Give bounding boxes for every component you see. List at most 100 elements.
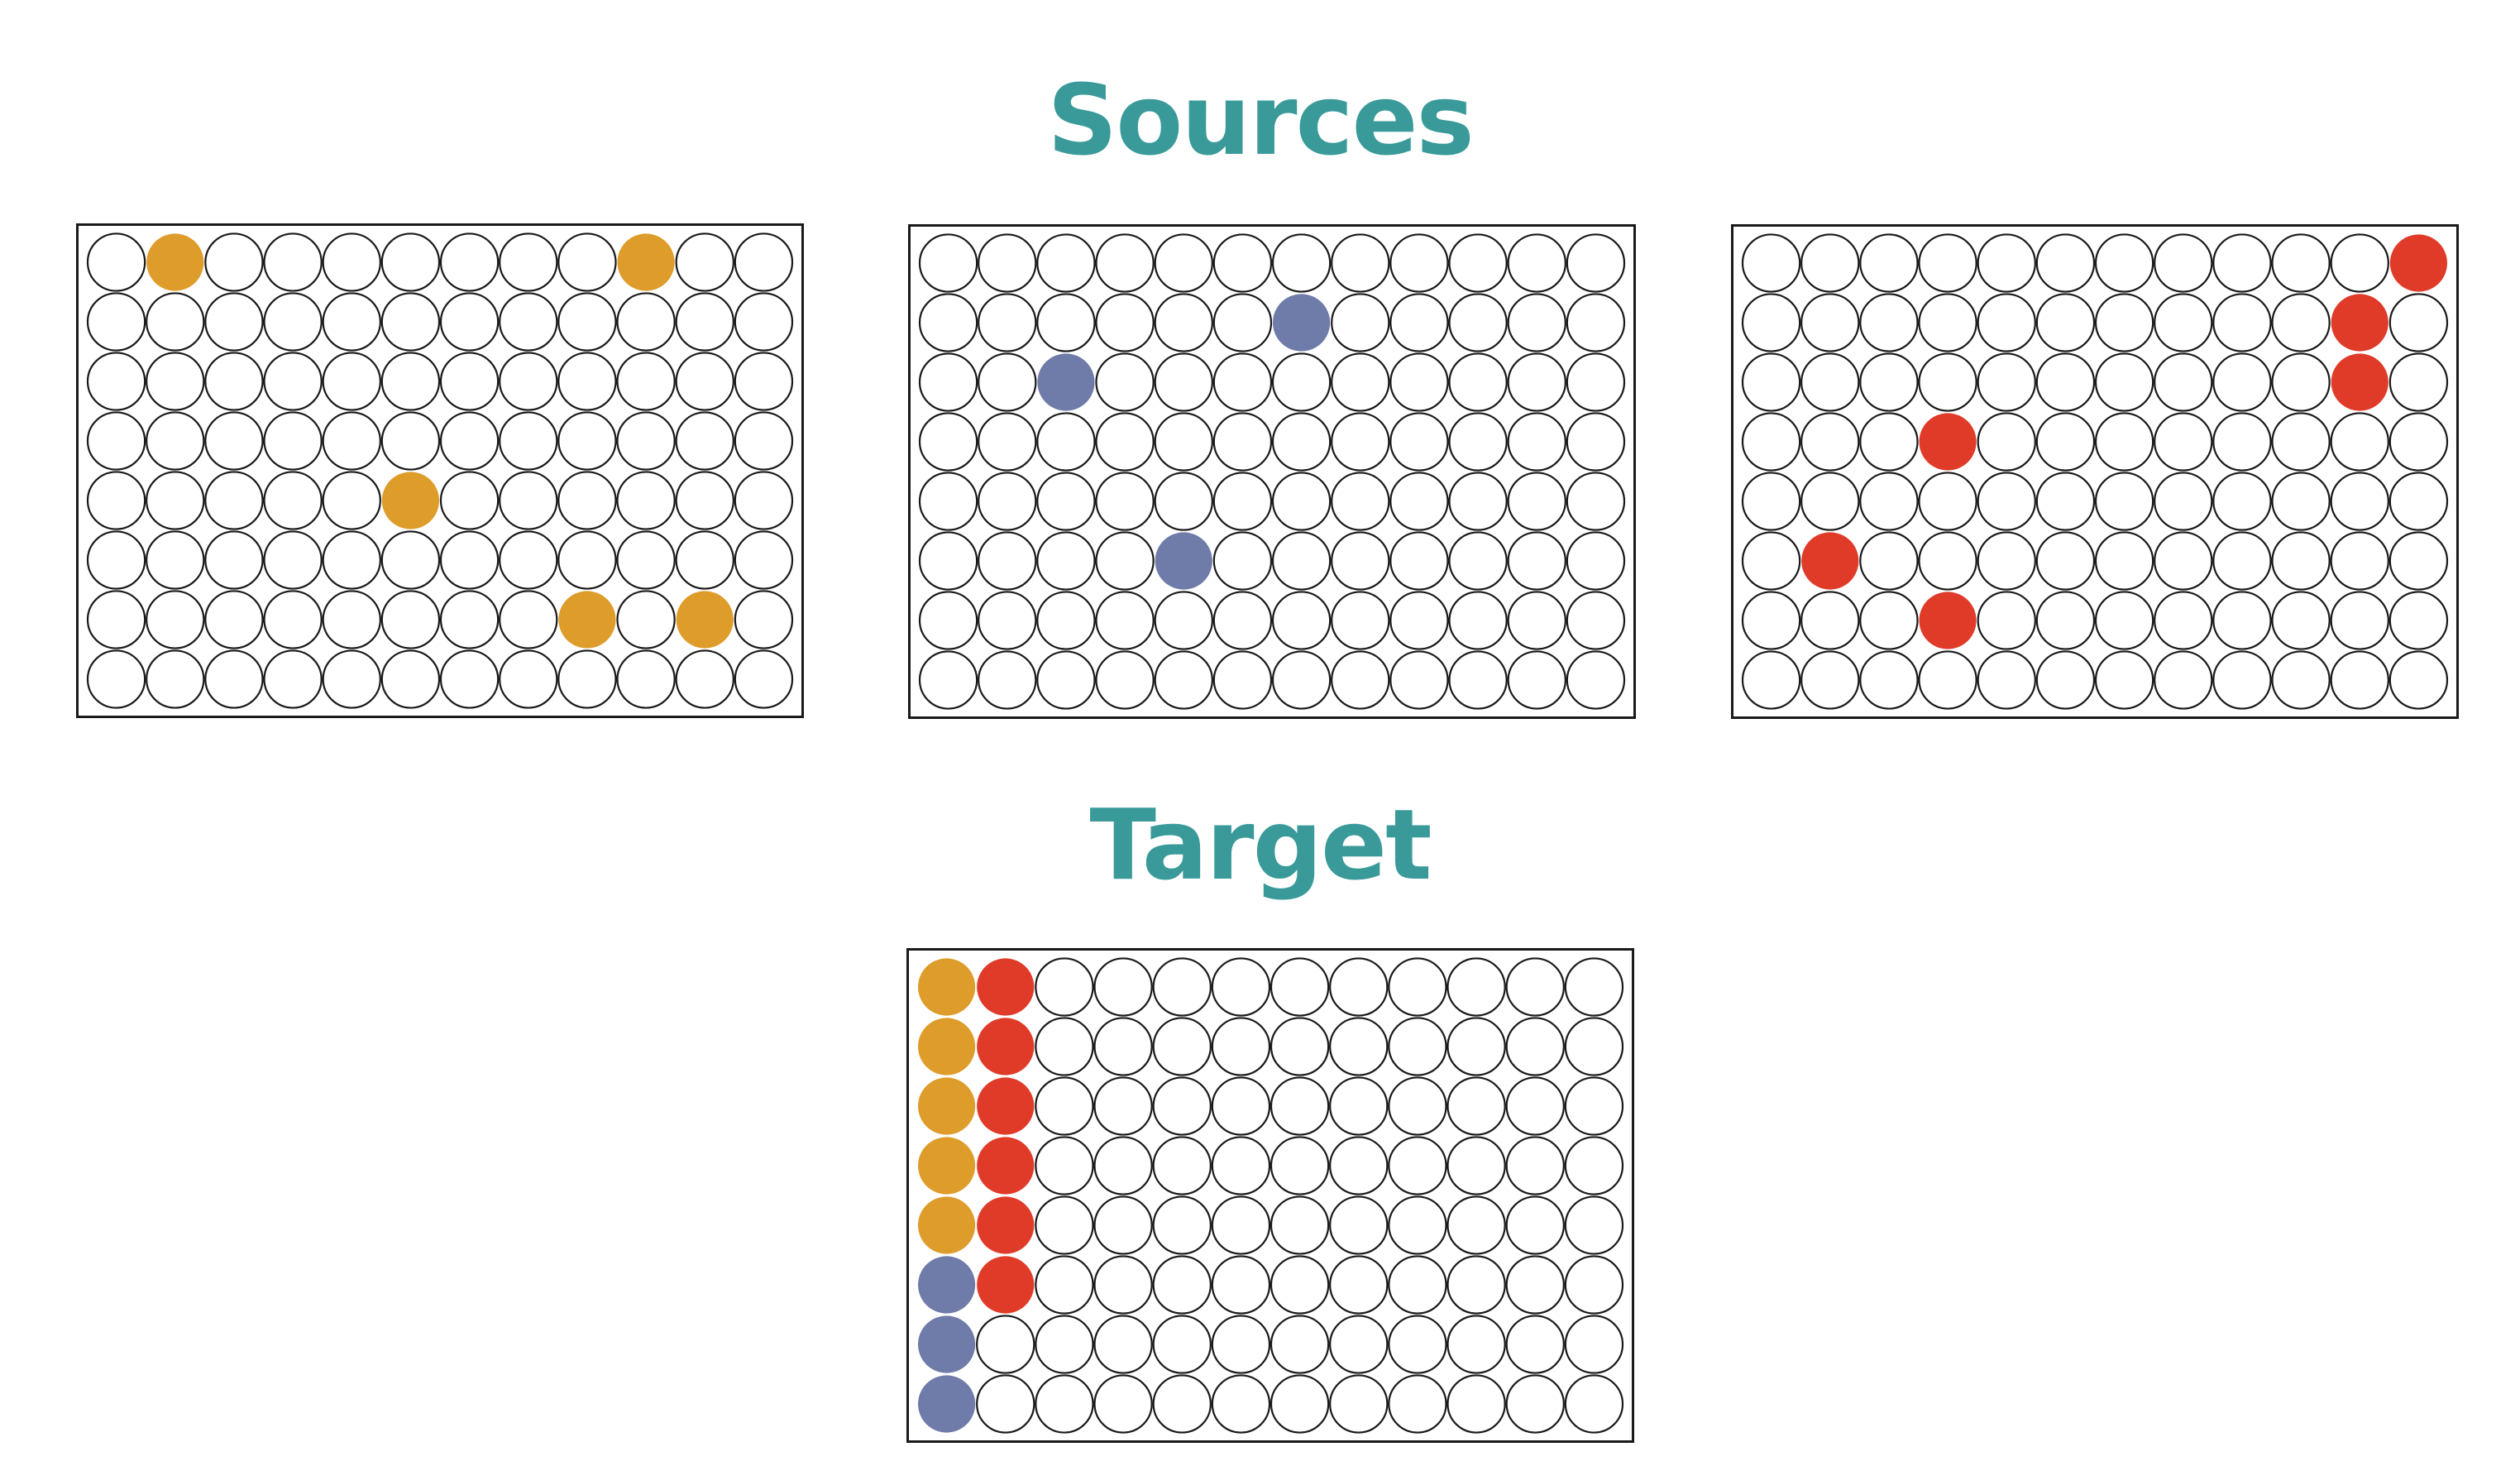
source-plate-1-well-empty [499,411,558,471]
source-plate-1-well-empty [380,352,441,411]
source-plate-2-well-empty [978,472,1037,531]
source-plate-3-well-empty [1741,293,1801,352]
source-plate-1-well-empty [734,530,794,590]
source-plate-2-well-empty [1331,412,1390,472]
target-plate-well-empty [1152,957,1212,1017]
source-plate-2-well-empty [1507,591,1566,650]
source-plate-1-well-empty [675,411,734,471]
source-plate-3-well-empty [1800,650,1860,710]
source-plate-2-well-empty [1331,591,1390,650]
target-plate-well-empty [1505,1136,1565,1195]
target-plate-well-empty [1505,957,1565,1017]
source-plate-1-well-empty [380,292,441,352]
source-plate-2-well-empty [1389,233,1449,293]
source-plate-3-well-empty [2271,650,2331,710]
source-plate-3-well-empty [2212,233,2272,293]
target-plate-well-empty [1211,1076,1271,1136]
target-plate-well-filled-orange [918,1077,976,1135]
source-plate-3-well-empty [1977,531,2036,591]
source-plate-3-well-empty [1741,352,1801,412]
source-plate-2-well-empty [1331,531,1390,591]
source-plate-2-well-empty [1095,650,1155,710]
source-plate-1-well-empty [380,232,441,292]
source-plate-2-well-empty [1566,293,1626,352]
target-plate-well-empty [1152,1136,1212,1195]
source-plate-2-well-empty [1271,233,1332,293]
target-plate-well-filled-red [977,1256,1035,1314]
target-plate-well-filled-blue [918,1375,976,1433]
source-plate-2-well-empty [918,591,978,650]
source-plate-1-well-empty [675,232,734,292]
target-plate-well-empty [1270,1195,1330,1255]
source-plate-2-well-empty [1212,650,1273,710]
source-plate-1-well-empty [263,530,323,590]
target-plate-well-empty [1446,1017,1506,1076]
source-plate-3-well-empty [2389,531,2449,591]
target-title: Target [1089,788,1432,902]
source-plate-1-well-empty [734,352,794,411]
source-plate-2-well-empty [978,591,1037,650]
source-plate-1-well-empty [204,411,264,471]
target-plate-well-empty [1211,957,1271,1017]
source-plate-3-well-empty [1800,293,1860,352]
target-plate-well-empty [1564,1315,1624,1374]
source-plate-3-well-empty [1741,531,1801,591]
source-plate-1-well-empty [616,411,676,471]
source-plate-2-well-empty [1154,293,1213,352]
source-plate-1-well-empty [380,649,441,709]
source-plate-2-well-empty [1507,472,1566,531]
source-plate-2-well-empty [1154,472,1213,531]
source-plate-3-well-empty [2154,591,2213,650]
source-plate-3-well-empty [2271,412,2331,472]
target-plate-well-empty [1564,1374,1624,1434]
source-plate-1-well-empty [557,411,617,471]
source-plate-2-well-empty [1507,412,1566,472]
target-plate-well-empty [1211,1374,1271,1434]
target-plate-well-empty [1329,1195,1389,1255]
source-plate-3-well-empty [1741,591,1801,650]
target-plate-well-empty [1270,1255,1330,1315]
source-plate-3-well-empty [1977,591,2036,650]
source-plate-3-well-empty [1859,650,1919,710]
target-plate-well-empty [1446,1374,1506,1434]
target-plate-well-empty [1388,1374,1447,1434]
source-plate-2-well-empty [1448,531,1508,591]
source-plate-1 [76,223,804,718]
source-plate-3-well-empty [1859,352,1919,412]
source-plate-1-well-empty [322,649,381,709]
source-plate-3-well-empty [1741,412,1801,472]
source-plate-2-well-empty [978,412,1037,472]
source-plate-3-well-empty [2154,531,2213,591]
source-plate-2-well-empty [1331,293,1390,352]
source-plate-2-well-empty [1154,233,1213,293]
target-plate-well-empty [1035,1315,1094,1374]
source-plate-3-well-empty [2389,472,2449,531]
source-plate-2-well-empty [1036,650,1096,710]
source-plate-3-well-empty [1741,472,1801,531]
source-plate-1-well-empty [675,292,734,352]
source-plate-3-well-empty [2035,531,2096,591]
source-plate-2-well-empty [1095,233,1155,293]
source-plate-1-well-empty [263,471,323,530]
source-plate-2-well-empty [1271,650,1332,710]
target-plate-well-empty [1564,1195,1624,1255]
source-plate-3-well-empty [2094,352,2154,412]
target-plate-well-empty [1152,1255,1212,1315]
source-plate-1-well-empty [263,649,323,709]
source-plate-1-well-empty [146,590,205,649]
source-plate-2-well-empty [1507,531,1566,591]
source-plate-1-well-empty [616,292,676,352]
source-plate-1-well-empty [322,590,381,649]
source-plate-2-well-empty [1036,591,1096,650]
source-plate-1-well-empty [557,530,617,590]
source-plate-3-well-empty [2330,531,2389,591]
target-plate-well-empty [976,1315,1035,1374]
source-plate-1-well-empty [204,471,264,530]
source-plate-3-well-empty [2094,412,2154,472]
source-plate-3-well-empty [1741,650,1801,710]
source-plate-2-well-empty [1271,472,1332,531]
source-plate-1-wells [86,232,794,709]
source-plate-3-well-empty [2035,293,2096,352]
source-plate-3-well-empty [2154,650,2213,710]
source-plate-1-well-empty [146,471,205,530]
